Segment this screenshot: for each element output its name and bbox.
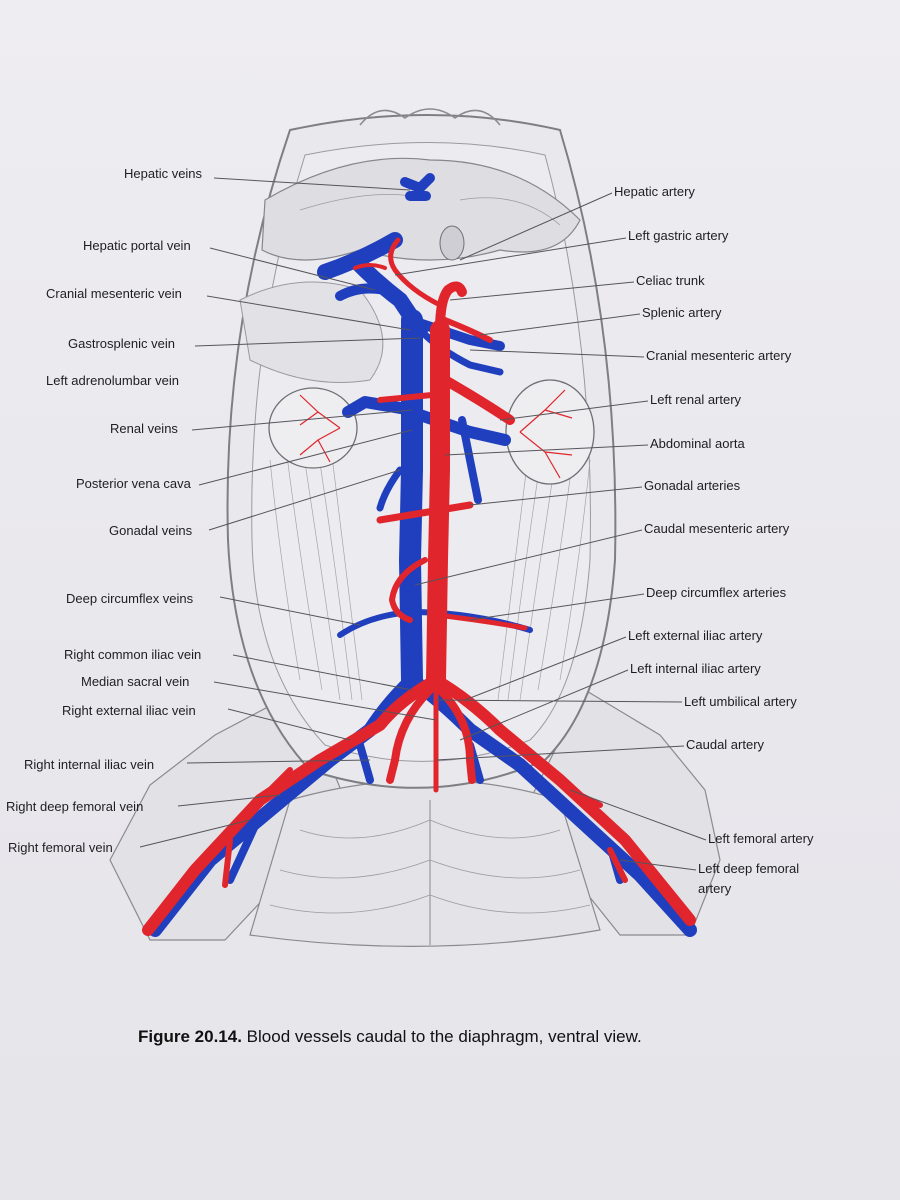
label-left-renal-artery: Left renal artery (650, 392, 742, 407)
figure-caption: Figure 20.14. Blood vessels caudal to th… (138, 1027, 642, 1047)
label-left-internal-iliac-artery: Left internal iliac artery (630, 661, 761, 676)
label-deep-circumflex-arteries: Deep circumflex arteries (646, 585, 787, 600)
figure-caption-text: Blood vessels caudal to the diaphragm, v… (246, 1027, 642, 1046)
left-kidney (505, 379, 595, 485)
label-deep-circumflex-veins: Deep circumflex veins (66, 591, 194, 606)
label-left-umbilical-artery: Left umbilical artery (684, 694, 797, 709)
label-abdominal-aorta: Abdominal aorta (650, 436, 745, 451)
label-gastrosplenic-vein: Gastrosplenic vein (68, 336, 175, 351)
left-renal-artery-vessel (440, 375, 515, 425)
figure-number: Figure 20.14. (138, 1027, 242, 1046)
label-gonadal-veins: Gonadal veins (109, 523, 193, 538)
abdominal-aorta-vessel (426, 320, 450, 690)
label-left-femoral-artery: Left femoral artery (708, 831, 814, 846)
right-common-iliac-vein-vessel (148, 673, 419, 937)
label-left-external-iliac-artery: Left external iliac artery (628, 628, 763, 643)
label-posterior-vena-cava: Posterior vena cava (76, 476, 192, 491)
label-hepatic-artery: Hepatic artery (614, 184, 695, 199)
label-cranial-mesenteric-artery: Cranial mesenteric artery (646, 348, 792, 363)
label-hepatic-veins: Hepatic veins (124, 166, 203, 181)
label-left-adrenolumbar-vein: Left adrenolumbar vein (46, 373, 179, 388)
label-left-gastric-artery: Left gastric artery (628, 228, 729, 243)
liver (261, 157, 581, 261)
label-right-external-iliac-vein: Right external iliac vein (62, 703, 196, 718)
arteries (142, 237, 696, 936)
label-hepatic-portal-vein: Hepatic portal vein (83, 238, 191, 253)
label-median-sacral-vein: Median sacral vein (81, 674, 189, 689)
label-right-internal-iliac-vein: Right internal iliac vein (24, 757, 154, 772)
hepatic-artery-vessel (388, 237, 443, 308)
label-splenic-artery: Splenic artery (642, 305, 722, 320)
label-caudal-mesenteric-artery: Caudal mesenteric artery (644, 521, 790, 536)
label-cranial-mesenteric-vein: Cranial mesenteric vein (46, 286, 182, 301)
label-right-common-iliac-vein: Right common iliac vein (64, 647, 201, 662)
pelvic-muscles (249, 779, 601, 947)
label-caudal-artery: Caudal artery (686, 737, 765, 752)
right-external-iliac-artery-vessel (142, 674, 442, 936)
label-celiac-trunk: Celiac trunk (636, 273, 705, 288)
label-renal-veins: Renal veins (110, 421, 178, 436)
celiac-trunk-vessel (435, 281, 467, 335)
label-right-deep-femoral-vein: Right deep femoral vein (6, 799, 143, 814)
splenic-artery-vessel (442, 317, 493, 343)
leader-lines (139, 177, 707, 871)
right-kidney (268, 387, 358, 469)
hepatic-veins-vessel (400, 173, 435, 201)
label-gonadal-arteries: Gonadal arteries (644, 478, 741, 493)
label-right-femoral-vein: Right femoral vein (8, 840, 113, 855)
posterior-vena-cava-vessel (399, 309, 423, 691)
right-labels: Hepatic artery Left gastric artery Celia… (614, 184, 814, 896)
left-labels: Hepatic veins Hepatic portal vein Crania… (6, 166, 203, 855)
